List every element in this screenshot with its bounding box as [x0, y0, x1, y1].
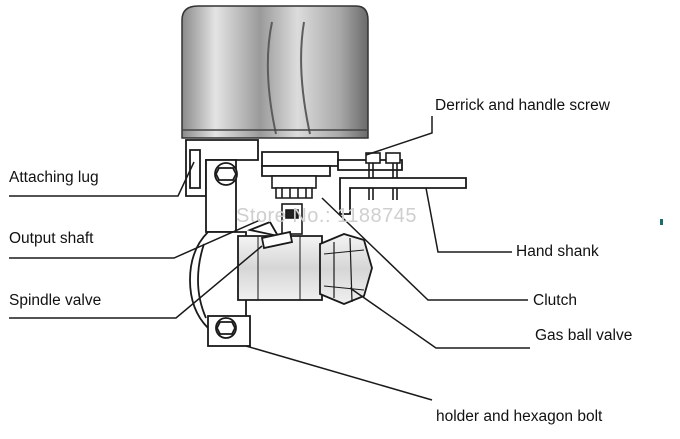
watermark: Store No.: 1188745	[236, 205, 417, 227]
label-hand-shank: Hand shank	[516, 243, 599, 260]
attaching-lug	[185, 139, 259, 233]
ball-valve-body	[237, 220, 323, 301]
label-attaching-lug: Attaching lug	[9, 169, 99, 186]
label-derrick-and-handle-screw: Derrick and handle screw	[435, 97, 610, 114]
label-spindle-valve: Spindle valve	[9, 292, 102, 309]
edge-mark	[660, 219, 663, 225]
hand-shank	[339, 177, 467, 215]
hexagon-nut	[319, 233, 373, 305]
output-shaft	[271, 175, 317, 235]
derrick-plate	[261, 151, 403, 177]
label-output-shaft: Output shaft	[9, 230, 94, 247]
label-holder-and-hexagon-bolt: holder and hexagon bolt	[436, 408, 603, 425]
leader-lines	[9, 116, 530, 401]
label-clutch: Clutch	[533, 292, 577, 309]
label-gas-ball-valve: Gas ball valve	[535, 327, 633, 344]
actuator-cap	[181, 5, 369, 139]
holder-clamp	[189, 231, 251, 347]
